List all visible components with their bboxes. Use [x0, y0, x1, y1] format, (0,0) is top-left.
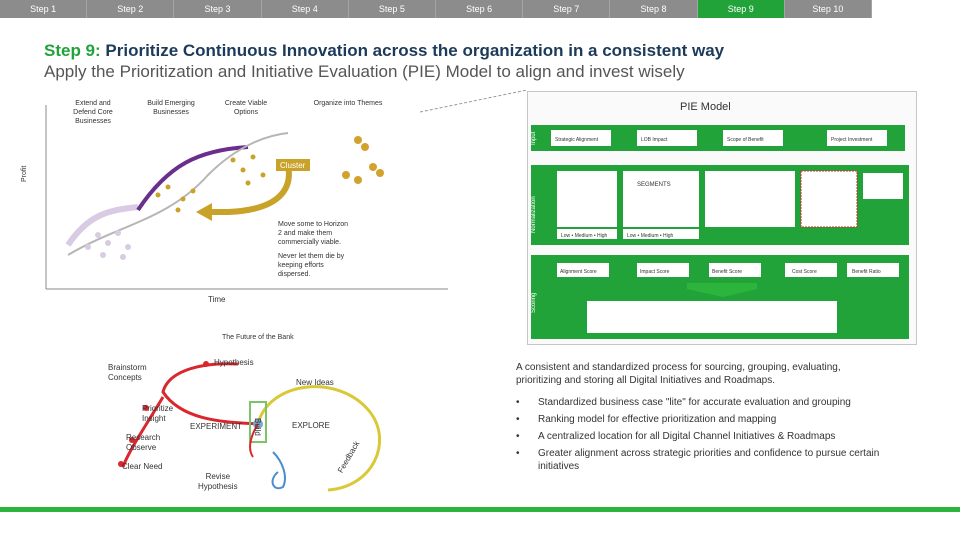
x-axis-label: Time: [208, 295, 226, 304]
score-box-0: Alignment Score: [560, 269, 597, 275]
input-box-1: LOB Impact: [641, 137, 668, 143]
cycle-clear-need: Clear Need: [122, 462, 163, 471]
cycle-blue-loop: [271, 451, 286, 490]
score-box-3: Cost Score: [792, 269, 817, 275]
idea-dots-gold: [155, 154, 266, 213]
horizon-1-curve: [65, 204, 139, 247]
page-title: Step 9: Prioritize Continuous Innovation…: [44, 41, 724, 61]
cycle-hypothesis: Hypothesis: [214, 358, 254, 367]
never-note: Never let them die by keeping efforts di…: [278, 253, 345, 278]
horizon-label-core: Extend and Defend Core Businesses: [73, 100, 113, 125]
title-rest: Prioritize Continuous Innovation across …: [100, 41, 725, 60]
scoring-arrow: [687, 283, 757, 297]
horizon-2-curve: [136, 145, 249, 212]
cycle-new-ideas: New Ideas: [296, 378, 334, 387]
cycle-prioritize: Prioritize Insight: [142, 404, 174, 423]
cycle-yellow-loop: [256, 385, 381, 492]
bullet-glyph: •: [516, 448, 520, 459]
score-box-4: Benefit Ratio: [852, 269, 881, 275]
score-boxes: [557, 263, 899, 277]
score-box-2: Benefit Score: [712, 269, 742, 275]
step-tab-9[interactable]: Step 9: [697, 0, 785, 18]
cycle-explore: EXPLORE: [292, 421, 330, 430]
pie-model-diagram: Strategic Alignment LOB Impact Scope of …: [531, 125, 909, 339]
step-tab-10[interactable]: Step 10: [785, 0, 873, 18]
input-box-0: Strategic Alignment: [555, 137, 599, 143]
horizon-label-emerging: Build Emerging Businesses: [147, 100, 195, 116]
cycle-research: Research Observe: [126, 433, 161, 452]
step-tab-6[interactable]: Step 6: [436, 0, 524, 18]
cycle-experiment: EXPERIMENT: [190, 422, 243, 431]
segments-title: SEGMENTS: [637, 182, 671, 188]
move-note: Move some to Horizon 2 and make them com…: [278, 221, 349, 246]
page-subtitle: Apply the Prioritization and Initiative …: [44, 62, 685, 81]
row-label-normalization: Normalization: [531, 196, 537, 233]
step-tab-3[interactable]: Step 3: [174, 0, 262, 18]
bullet-glyph: •: [516, 431, 520, 442]
benefit-text: Ranking model for effective prioritizati…: [538, 414, 777, 425]
move-arrow: [208, 164, 292, 215]
move-arrow-head: [196, 203, 212, 221]
cluster-label: Cluster: [280, 161, 306, 170]
benefit-item: • Ranking model for effective prioritizat…: [516, 413, 896, 426]
step-tab-8[interactable]: Step 8: [610, 0, 698, 18]
step-tab-2[interactable]: Step 2: [87, 0, 175, 18]
benefit-item: • Greater alignment across strategic prio…: [516, 447, 896, 473]
bullet-glyph: •: [516, 397, 520, 408]
cycle-red-loop: [161, 362, 259, 426]
benefit-list: • Standardized business case "lite" for a…: [516, 396, 896, 477]
bullet-glyph: •: [516, 414, 520, 425]
benefit-text: A centralized location for all Digital C…: [538, 431, 836, 442]
cluster-dots: [342, 136, 384, 184]
horizon-label-options: Create Viable Options: [224, 100, 268, 116]
cycle-brainstorm: Brainstorm Concepts: [108, 363, 147, 382]
benefit-item: • A centralized location for all Digital …: [516, 430, 896, 443]
title-lead: Step 9:: [44, 41, 101, 60]
step-tab-1[interactable]: Step 1: [0, 0, 88, 18]
step-tab-7[interactable]: Step 7: [523, 0, 611, 18]
description: A consistent and standardized process fo…: [516, 362, 841, 386]
score-box-1: Impact Score: [640, 269, 670, 275]
footer-bar: [0, 507, 960, 512]
benefit-text: Greater alignment across strategic prior…: [538, 448, 880, 472]
cluster-tag: [276, 159, 310, 171]
input-box-2: Scope of Benefit: [727, 137, 764, 143]
step-tab-4[interactable]: Step 4: [262, 0, 349, 18]
pie-connector: [420, 90, 528, 113]
future-label: The Future of the Bank: [222, 334, 294, 341]
input-boxes: [551, 130, 887, 146]
benefit-item: • Standardized business case "lite" for a…: [516, 396, 896, 409]
horizon-3-curve: [67, 132, 289, 256]
input-box-3: Project Investment: [831, 137, 873, 143]
y-axis-label: Profit: [21, 165, 28, 182]
innovation-cycle: [118, 361, 381, 492]
idea-dots-light: [85, 230, 131, 260]
cycle-build: Build: [253, 418, 262, 436]
band-0: Low • Medium • High: [561, 233, 608, 239]
horizon-label-themes: Organize into Themes: [313, 100, 383, 107]
cycle-red-connector: [249, 423, 259, 458]
cycle-revise: Revise Hypothesis: [198, 472, 238, 491]
row-label-scoring: Scoring: [531, 293, 537, 313]
cycle-nodes: [118, 361, 209, 467]
horizon-diagram: Cluster: [45, 105, 448, 290]
cycle-red-left: [121, 396, 165, 468]
row-label-input: Input: [531, 131, 537, 145]
pie-model-title: PIE Model: [680, 101, 731, 113]
cycle-green-node: [249, 401, 267, 443]
benefit-text: Standardized business case "lite" for ac…: [538, 397, 851, 408]
band-1: Low • Medium • High: [627, 233, 674, 239]
step-tab-5[interactable]: Step 5: [349, 0, 437, 18]
